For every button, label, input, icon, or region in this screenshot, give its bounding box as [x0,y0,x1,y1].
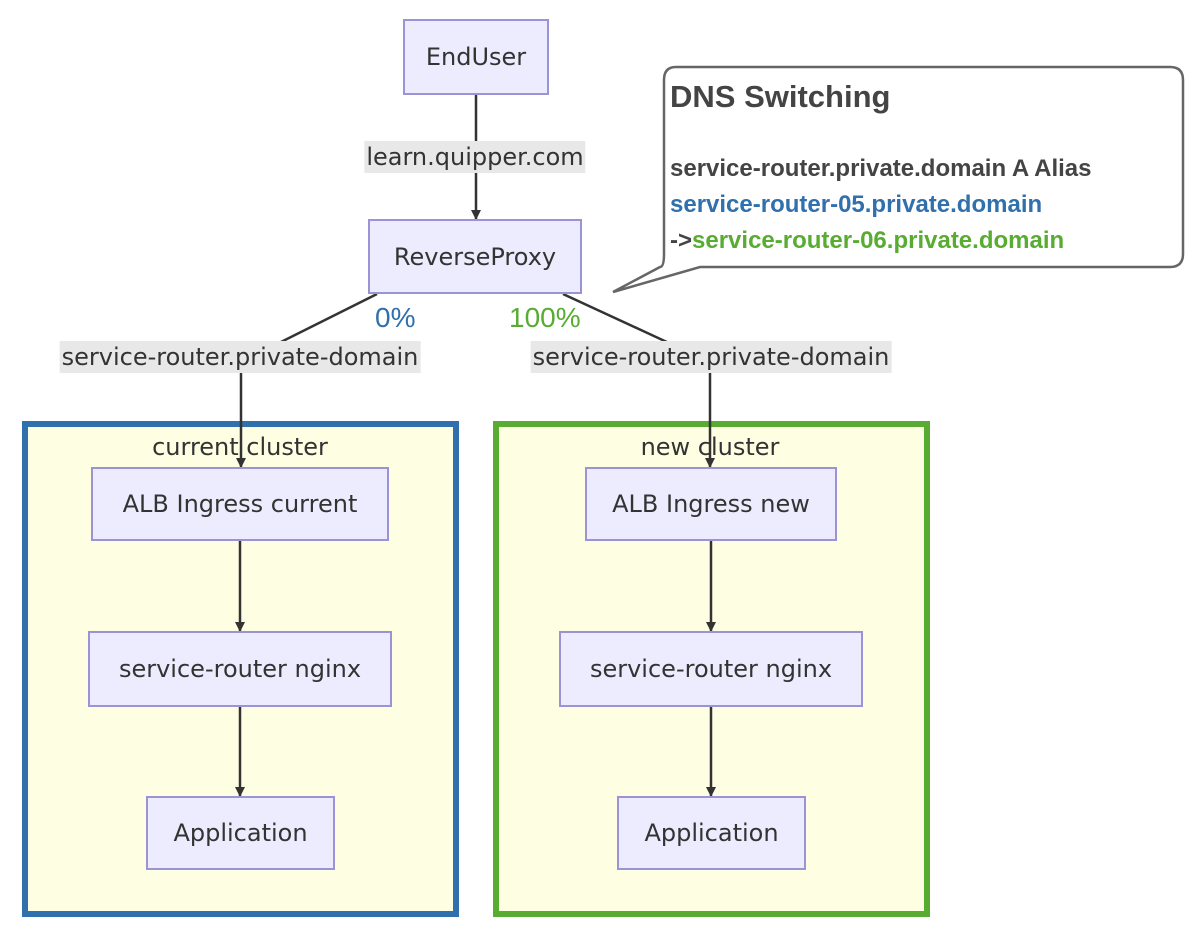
current-alb-ingress-node: ALB Ingress current [91,467,389,541]
current-traffic-percent: 0% [375,302,416,333]
callout-line-old-target: service-router-05.private.domain [670,191,1043,218]
enduser-node: EndUser [403,19,549,95]
callout-line-alias: service-router.private.domain A Alias [670,155,1092,182]
new-service-router-nginx-node: service-router nginx [559,631,863,707]
dns-callout-bubble [612,65,1185,294]
current-service-router-nginx-node: service-router nginx [88,631,392,707]
dns-callout: DNS Switching service-router.private.dom… [670,75,1092,259]
callout-new-target-domain: service-router-06.private.domain [692,227,1065,254]
current-cluster-title: current cluster [152,433,328,461]
callout-arrow-prefix: -> [670,227,693,254]
edge-label-current-domain: service-router.private-domain [59,341,421,373]
current-application-node: Application [146,796,335,870]
reverse-proxy-node: ReverseProxy [368,219,582,294]
callout-title: DNS Switching [670,79,891,114]
new-alb-ingress-node: ALB Ingress new [585,467,837,541]
edge-label-new-domain: service-router.private-domain [530,341,892,373]
callout-line-new-target: ->service-router-06.private.domain [670,223,1092,259]
new-traffic-percent: 100% [509,302,581,333]
edge-label-learn-quipper: learn.quipper.com [364,141,586,173]
new-application-node: Application [617,796,806,870]
new-cluster-title: new cluster [640,433,780,461]
